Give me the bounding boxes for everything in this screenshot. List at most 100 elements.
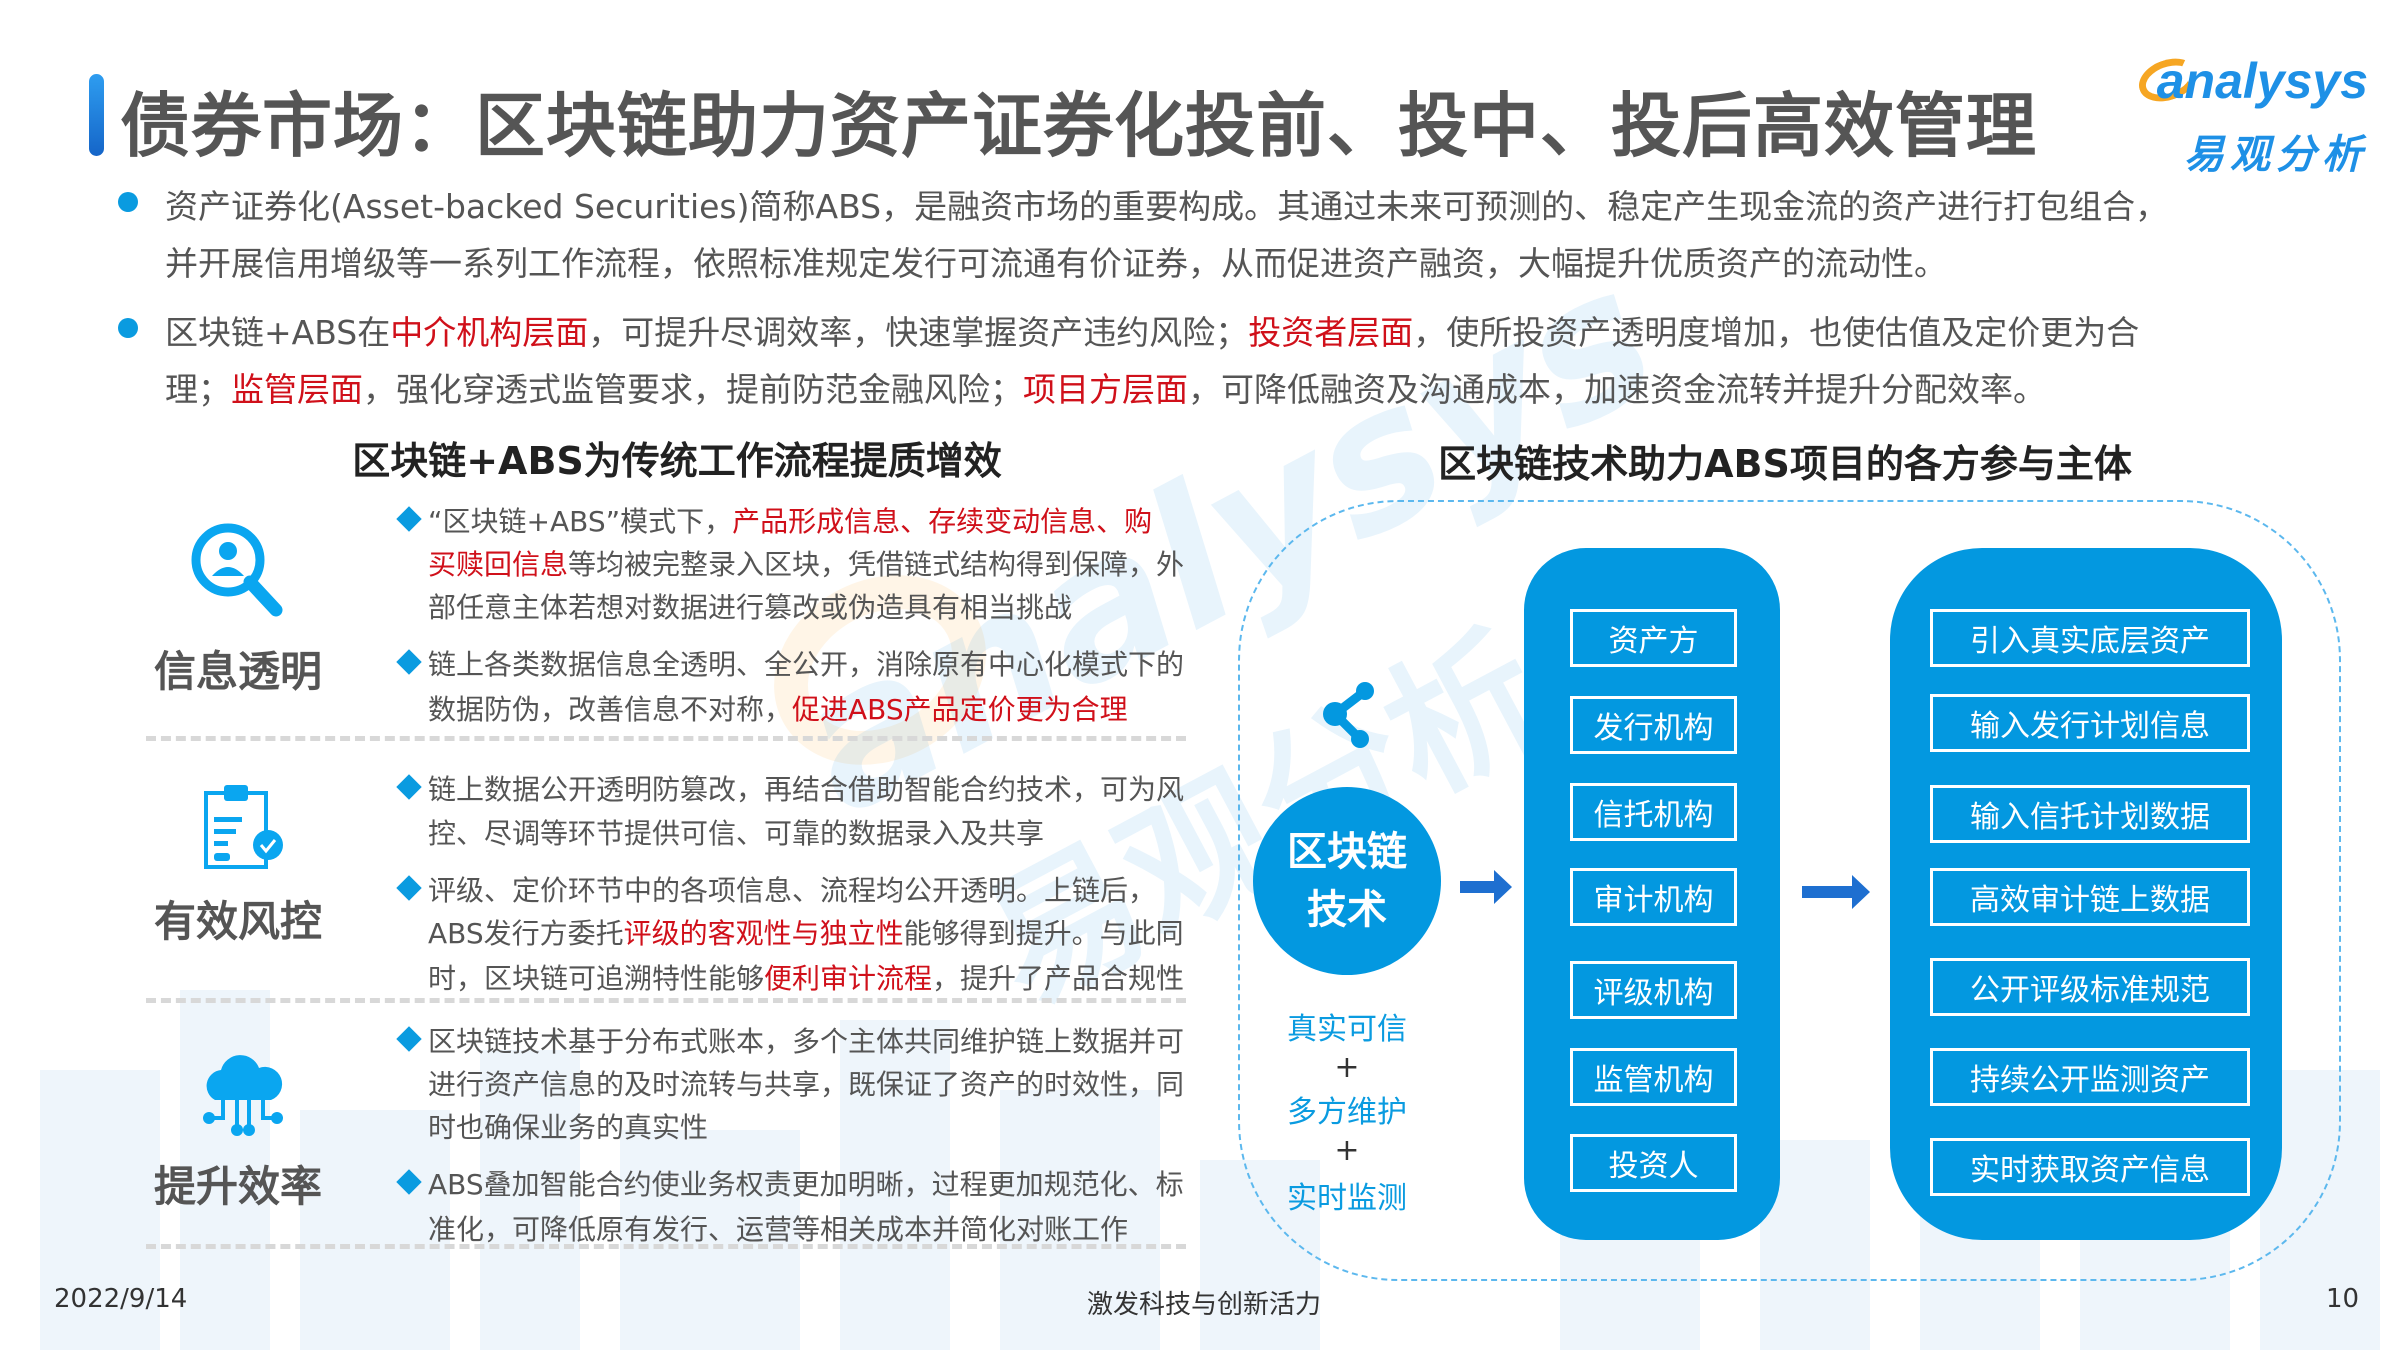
category-label: 信息透明 (153, 647, 323, 696)
bullet-line: 准化，可降低原有发行、运营等相关成本并简化对账工作 (428, 1208, 1128, 1248)
clipboard-check-icon (204, 785, 283, 869)
bullet-line: 进行资产信息的及时流转与共享，既保证了资产的时效性，同 (428, 1063, 1184, 1103)
text-segment: 能够得到提升。与此同 (903, 917, 1184, 950)
intro-line: 理；监管层面，强化穿透式监管要求，提前防范金融风险；项目方层面，可降低融资及沟通… (165, 363, 2046, 411)
blockchain-core-circle: 区块链 技术 (1253, 787, 1441, 975)
category-label: 提升效率 (153, 1162, 323, 1211)
core-label-line1: 区块链 (1287, 829, 1407, 875)
right-section-heading: 区块链技术助力ABS项目的各方参与主体 (1438, 442, 2132, 486)
bullet-line: ABS叠加智能合约使业务权责更加明晰，过程更加规范化、标 (428, 1163, 1184, 1203)
bullet-line: 评级、定价环节中的各项信息、流程均公开透明。上链后， (428, 869, 1156, 909)
core-label-line2: 技术 (1307, 887, 1387, 933)
text-segment: 等均被完整录入区块，凭借链式结构得到保障，外 (568, 548, 1185, 581)
divider (146, 1244, 1186, 1249)
text-segment: ，可降低融资及沟通成本，加速资金流转并提升分配效率。 (1188, 370, 2046, 409)
diamond-bullet-icon (396, 875, 422, 901)
category-label: 有效风控 (153, 897, 323, 946)
text-segment: 准化，可降低原有发行、运营等相关成本并简化对账工作 (428, 1213, 1129, 1246)
text-segment: 部任意主体若想对数据进行篡改或伪造具有相当挑战 (428, 591, 1073, 624)
bullet-line: 部任意主体若想对数据进行篡改或伪造具有相当挑战 (428, 586, 1072, 626)
plus-sign: + (1334, 1050, 1360, 1085)
highlight-text: 产品形成信息、存续变动信息、购 (732, 505, 1153, 538)
bullet-line: “区块链+ABS”模式下，产品形成信息、存续变动信息、购 (428, 500, 1152, 540)
left-section-heading: 区块链+ABS为传统工作流程提质增效 (352, 439, 1002, 483)
arrow-right-icon (1802, 875, 1870, 909)
text-segment: 控、尽调等环节提供可信、可靠的数据录入及共享 (428, 817, 1045, 850)
function-box: 实时获取资产信息 (1930, 1138, 2250, 1196)
text-segment: ABS叠加智能合约使业务权责更加明晰，过程更加规范化、标 (428, 1168, 1184, 1201)
bullet-line: 时，区块链可追溯特性能够便利审计流程，提升了产品合规性 (428, 957, 1184, 997)
feature-label: 真实可信 (1287, 1012, 1407, 1047)
highlight-text: 项目方层面 (1023, 370, 1188, 409)
text-segment: ，提升了产品合规性 (932, 962, 1185, 995)
text-segment: 并开展信用增级等一系列工作流程，依照标准规定发行可流通有价证券，从而促进资产融资… (165, 244, 1947, 283)
participants-panel (1524, 548, 1780, 1240)
function-box: 引入真实底层资产 (1930, 609, 2250, 667)
participant-box: 发行机构 (1570, 696, 1737, 754)
text-segment: ，强化穿透式监管要求，提前防范金融风险； (363, 370, 1023, 409)
intro-line: 区块链+ABS在中介机构层面，可提升尽调效率，快速掌握资产违约风险；投资者层面，… (165, 306, 2139, 354)
highlight-text: 促进ABS产品定价更为合理 (792, 693, 1128, 726)
text-segment: 链上数据公开透明防篡改，再结合借助智能合约技术，可为风 (428, 773, 1185, 806)
participant-box: 审计机构 (1570, 868, 1737, 926)
text-segment: 进行资产信息的及时流转与共享，既保证了资产的时效性，同 (428, 1068, 1185, 1101)
logo-text-cn: 易观分析 (2184, 132, 2368, 178)
bullet-line: 数据防伪，改善信息不对称，促进ABS产品定价更为合理 (428, 688, 1128, 728)
text-segment: 区块链+ABS在 (165, 313, 391, 352)
text-segment: 数据防伪，改善信息不对称， (428, 693, 793, 726)
logo-text-en: analysys (2156, 53, 2368, 109)
text-segment: 链上各类数据信息全透明、全公开，消除原有中心化模式下的 (428, 648, 1185, 681)
bullet-line: 时也确保业务的真实性 (428, 1106, 708, 1146)
bullet-line: ABS发行方委托评级的客观性与独立性能够得到提升。与此同 (428, 912, 1184, 952)
text-segment: 评级、定价环节中的各项信息、流程均公开透明。上链后， (428, 874, 1157, 907)
text-segment: 时也确保业务的真实性 (428, 1111, 709, 1144)
participant-box: 投资人 (1570, 1134, 1737, 1192)
participant-box: 监管机构 (1570, 1048, 1737, 1106)
bullet-dot-icon (118, 318, 138, 338)
bullet-line: 链上数据公开透明防篡改，再结合借助智能合约技术，可为风 (428, 768, 1184, 808)
footer-date: 2022/9/14 (54, 1284, 188, 1314)
search-user-icon (191, 523, 283, 617)
participant-box: 信托机构 (1570, 783, 1737, 841)
bullet-line: 控、尽调等环节提供可信、可靠的数据录入及共享 (428, 812, 1044, 852)
divider (146, 998, 1186, 1003)
diamond-bullet-icon (396, 649, 422, 675)
title-accent-bar (89, 74, 104, 156)
diamond-bullet-icon (396, 1169, 422, 1195)
participant-box: 评级机构 (1570, 961, 1737, 1019)
text-segment: 资产证券化(Asset-backed Securities)简称ABS，是融资市… (165, 187, 2169, 226)
text-segment: ABS发行方委托 (428, 917, 624, 950)
intro-line: 资产证券化(Asset-backed Securities)简称ABS，是融资市… (165, 180, 2168, 228)
diagram-frame (1238, 500, 2341, 1281)
feature-label: 实时监测 (1287, 1181, 1407, 1216)
divider (146, 736, 1186, 741)
participant-box: 资产方 (1570, 609, 1737, 667)
intro-line: 并开展信用增级等一系列工作流程，依照标准规定发行可流通有价证券，从而促进资产融资… (165, 237, 1947, 285)
diamond-bullet-icon (396, 1026, 422, 1052)
function-box: 公开评级标准规范 (1930, 958, 2250, 1016)
diamond-bullet-icon (396, 774, 422, 800)
highlight-text: 监管层面 (231, 370, 363, 409)
text-segment: 理； (165, 370, 231, 409)
text-segment: 区块链技术基于分布式账本，多个主体共同维护链上数据并可 (428, 1025, 1185, 1058)
bullet-line: 区块链技术基于分布式账本，多个主体共同维护链上数据并可 (428, 1020, 1184, 1060)
text-segment: “区块链+ABS”模式下， (428, 505, 733, 538)
text-segment: ，使所投资产透明度增加，也使估值及定价更为合 (1413, 313, 2140, 352)
page-title: 债券市场：区块链助力资产证券化投前、投中、投后高效管理 (120, 85, 2037, 167)
cloud-network-icon (203, 1055, 283, 1136)
bullet-line: 链上各类数据信息全透明、全公开，消除原有中心化模式下的 (428, 643, 1184, 683)
share-nodes-icon (1323, 682, 1374, 748)
bullet-dot-icon (118, 192, 138, 212)
function-box: 高效审计链上数据 (1930, 868, 2250, 926)
feature-label: 多方维护 (1287, 1095, 1407, 1130)
functions-panel (1890, 548, 2282, 1240)
highlight-text: 便利审计流程 (764, 962, 933, 995)
highlight-text: 评级的客观性与独立性 (623, 917, 904, 950)
highlight-text: 买赎回信息 (428, 548, 569, 581)
bullet-line: 买赎回信息等均被完整录入区块，凭借链式结构得到保障，外 (428, 543, 1184, 583)
highlight-text: 中介机构层面 (390, 313, 589, 352)
page-number: 10 (2326, 1284, 2360, 1314)
diamond-bullet-icon (396, 506, 422, 532)
highlight-text: 投资者层面 (1248, 313, 1414, 352)
text-segment: 时，区块链可追溯特性能够 (428, 962, 765, 995)
